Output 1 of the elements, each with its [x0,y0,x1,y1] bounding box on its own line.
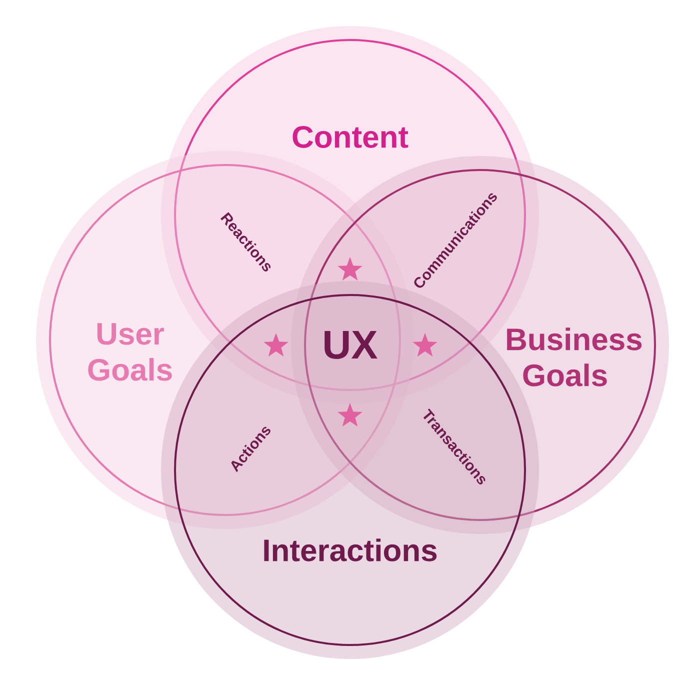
center-label: UX [324,331,378,359]
